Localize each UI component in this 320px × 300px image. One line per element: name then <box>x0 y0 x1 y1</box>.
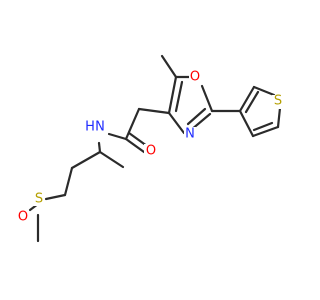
amide-hydrogen-label: H <box>85 120 95 135</box>
bond-ch2-carbonyl <box>124 107 141 141</box>
bond-th-s1-c5 <box>276 106 282 129</box>
oxazole-oxygen-label: O <box>190 70 200 85</box>
bond-ch-ch2a <box>70 150 102 170</box>
bond-carbonyl-o <box>124 137 146 154</box>
bond-n-ch <box>97 141 102 154</box>
bond-th-c5-c4-double <box>252 121 274 132</box>
atom-labels: O N S O H N S O <box>17 70 284 225</box>
structure-canvas: O N S O H N S O <box>17 54 284 243</box>
bond-lines <box>28 54 282 243</box>
bond-ch2a-ch2b <box>63 166 74 197</box>
sulfoxide-sulfur-label: S <box>35 192 43 207</box>
bond-th-c4-c3 <box>238 109 255 138</box>
oxazole-nitrogen-label: N <box>185 127 195 142</box>
bond-n3-c4 <box>167 111 186 135</box>
bond-carbonyl-o-double <box>127 131 149 148</box>
bond-c4-ch2 <box>137 107 171 115</box>
bond-carbonyl-n <box>107 132 128 141</box>
bond-th-c3-c2-double <box>244 90 260 114</box>
bond-th-c5-c4 <box>251 125 280 138</box>
bond-methyl-c5 <box>160 54 178 79</box>
molecule-diagram: O N S O H N S O <box>17 54 284 243</box>
thiophene-sulfur-label: S <box>274 94 282 109</box>
bond-c4-c5-double <box>174 80 184 113</box>
bond-th-c3-c2 <box>238 85 256 113</box>
amide-oxygen-label: O <box>146 144 156 159</box>
bond-ch-methyl <box>98 150 125 169</box>
bond-o1-c2 <box>200 84 214 113</box>
bond-c2-n3-double <box>186 107 207 126</box>
bond-c4-c5 <box>167 75 178 115</box>
bond-ch2b-s <box>44 193 67 201</box>
bond-th-c2-s1 <box>252 85 276 97</box>
sulfoxide-oxygen-label: O <box>18 210 28 225</box>
amide-nitrogen-label: N <box>95 120 105 135</box>
